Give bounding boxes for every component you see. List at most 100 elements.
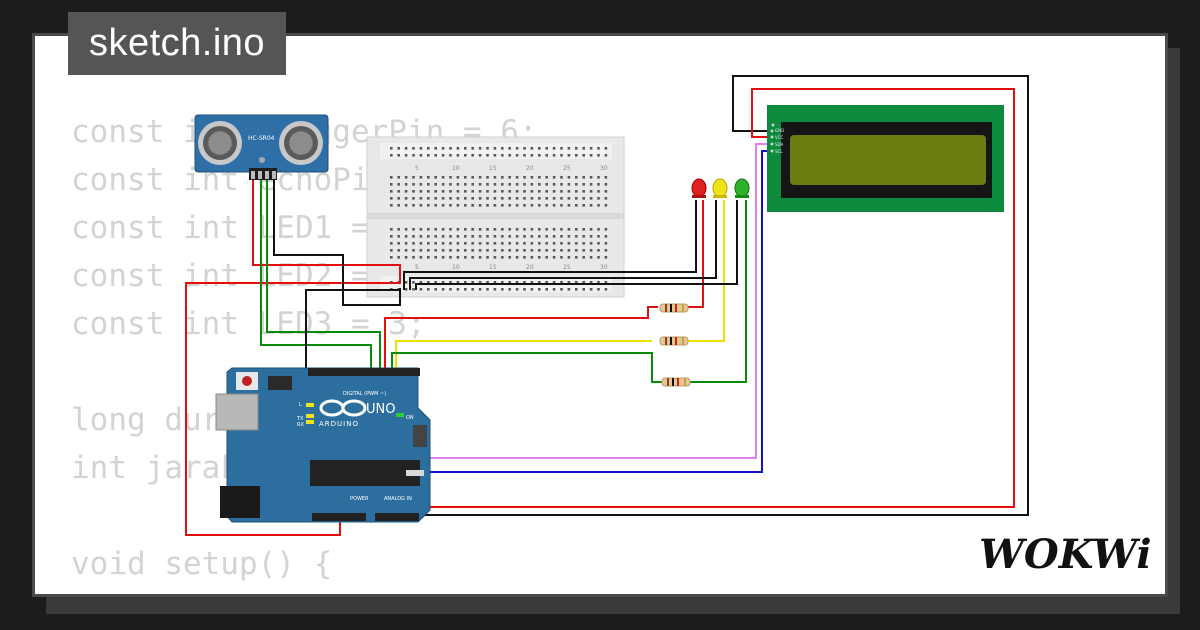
breadboard-hole <box>538 235 541 238</box>
breadboard-hole <box>471 183 474 186</box>
ultrasonic-sensor[interactable]: HC-SR04 <box>194 114 329 180</box>
breadboard[interactable]: 5 10 15 20 25 30 5 10 15 20 25 30 <box>366 136 625 298</box>
wire-red-lcd-vcc[interactable] <box>400 88 1015 508</box>
breadboard-hole <box>545 204 548 207</box>
breadboard-hole <box>538 242 541 245</box>
breadboard-hole <box>449 228 452 231</box>
bb-num: 15 <box>489 264 497 271</box>
breadboard-hole <box>508 249 511 252</box>
breadboard-hole <box>530 249 534 252</box>
breadboard-hole <box>545 242 548 245</box>
wire-black-sensor-gnd[interactable] <box>273 180 401 306</box>
wire-yellow-led-yellow[interactable] <box>688 200 725 342</box>
breadboard-hole <box>441 183 445 186</box>
code-line: const int LED1 = <box>71 210 389 246</box>
breadboard-hole <box>412 281 415 284</box>
arduino-brand: ARDUINO <box>319 420 359 428</box>
breadboard-hole <box>515 176 519 179</box>
breadboard-hole <box>441 242 445 245</box>
breadboard-hole <box>501 249 504 252</box>
breadboard-hole <box>390 256 393 259</box>
led-green[interactable] <box>734 178 750 198</box>
digital-label: DIGITAL (PWM ~) <box>343 391 386 397</box>
breadboard-hole <box>515 154 519 157</box>
bb-num: 20 <box>526 264 534 271</box>
wire-black-led-yellow[interactable] <box>409 200 717 290</box>
breadboard-hole <box>523 204 526 207</box>
breadboard-hole <box>567 249 571 252</box>
breadboard-hole <box>582 154 585 157</box>
breadboard-hole <box>412 154 415 157</box>
resistor-2[interactable] <box>659 336 689 346</box>
breadboard-hole <box>404 204 408 207</box>
breadboard-hole <box>478 183 482 186</box>
breadboard-hole <box>456 242 460 245</box>
breadboard-hole <box>441 235 445 238</box>
led-red[interactable] <box>691 178 707 198</box>
breadboard-hole <box>530 147 534 150</box>
breadboard-hole <box>441 154 445 157</box>
breadboard-hole <box>560 204 563 207</box>
breadboard-hole <box>471 242 474 245</box>
led-yellow[interactable] <box>712 178 728 198</box>
breadboard-hole <box>530 176 534 179</box>
wire-green-led-green[interactable] <box>690 200 747 383</box>
breadboard-hole <box>575 183 578 186</box>
breadboard-hole <box>589 281 593 284</box>
breadboard-hole <box>597 183 600 186</box>
breadboard-hole <box>419 288 423 291</box>
breadboard-hole <box>427 154 430 157</box>
breadboard-hole <box>523 197 526 200</box>
wire-green-sensor-echo[interactable] <box>266 180 381 372</box>
wire-yellow-res2[interactable] <box>395 340 652 372</box>
wire-green-res3[interactable] <box>391 352 662 383</box>
breadboard-hole <box>493 256 497 259</box>
breadboard-hole <box>493 281 497 284</box>
breadboard-hole <box>471 154 474 157</box>
wire-black-led-green[interactable] <box>415 200 738 290</box>
breadboard-hole <box>478 154 482 157</box>
breadboard-holes <box>390 147 608 291</box>
wire-black-lcd-gnd[interactable] <box>408 75 1029 516</box>
wire-red-led-red[interactable] <box>688 200 704 308</box>
wire-red-sensor-vcc[interactable] <box>185 180 401 536</box>
breadboard-hole <box>589 228 593 231</box>
wire-red-res1[interactable] <box>384 306 658 372</box>
resistor-1[interactable] <box>659 303 689 313</box>
wire-black-gnd-arduino[interactable] <box>305 289 400 372</box>
breadboard-hole <box>427 197 430 200</box>
breadboard-hole <box>471 147 474 150</box>
breadboard-hole <box>427 190 430 193</box>
wire-black-led-red[interactable] <box>403 200 697 290</box>
breadboard-hole <box>575 190 578 193</box>
breadboard-hole <box>501 281 504 284</box>
breadboard-hole <box>404 249 408 252</box>
breadboard-hole <box>397 256 400 259</box>
breadboard-hole <box>523 249 526 252</box>
breadboard-hole <box>464 235 467 238</box>
breadboard-hole <box>589 183 593 186</box>
leds <box>691 178 750 198</box>
resistor-3[interactable] <box>661 377 691 387</box>
breadboard-hole <box>567 281 571 284</box>
breadboard-hole <box>404 147 408 150</box>
sketch-title-tab[interactable]: sketch.ino <box>68 12 286 75</box>
lcd-display[interactable]: GND VCC SDA SCL <box>767 105 1004 212</box>
breadboard-hole <box>582 147 585 150</box>
arduino-uno[interactable]: UNO ARDUINO DIGITAL (PWM ~) POWER ANALOG… <box>215 367 431 523</box>
breadboard-hole <box>508 281 511 284</box>
breadboard-hole <box>560 281 563 284</box>
breadboard-hole <box>552 242 556 245</box>
breadboard-hole <box>427 288 430 291</box>
breadboard-hole <box>390 249 393 252</box>
wire-green-sensor-trig[interactable] <box>260 180 372 372</box>
breadboard-hole <box>486 228 489 231</box>
breadboard-hole <box>538 147 541 150</box>
breadboard-hole <box>412 242 415 245</box>
breadboard-hole <box>508 197 511 200</box>
breadboard-hole <box>575 235 578 238</box>
breadboard-hole <box>589 204 593 207</box>
breadboard-hole <box>493 197 497 200</box>
breadboard-hole <box>589 154 593 157</box>
breadboard-hole <box>575 204 578 207</box>
